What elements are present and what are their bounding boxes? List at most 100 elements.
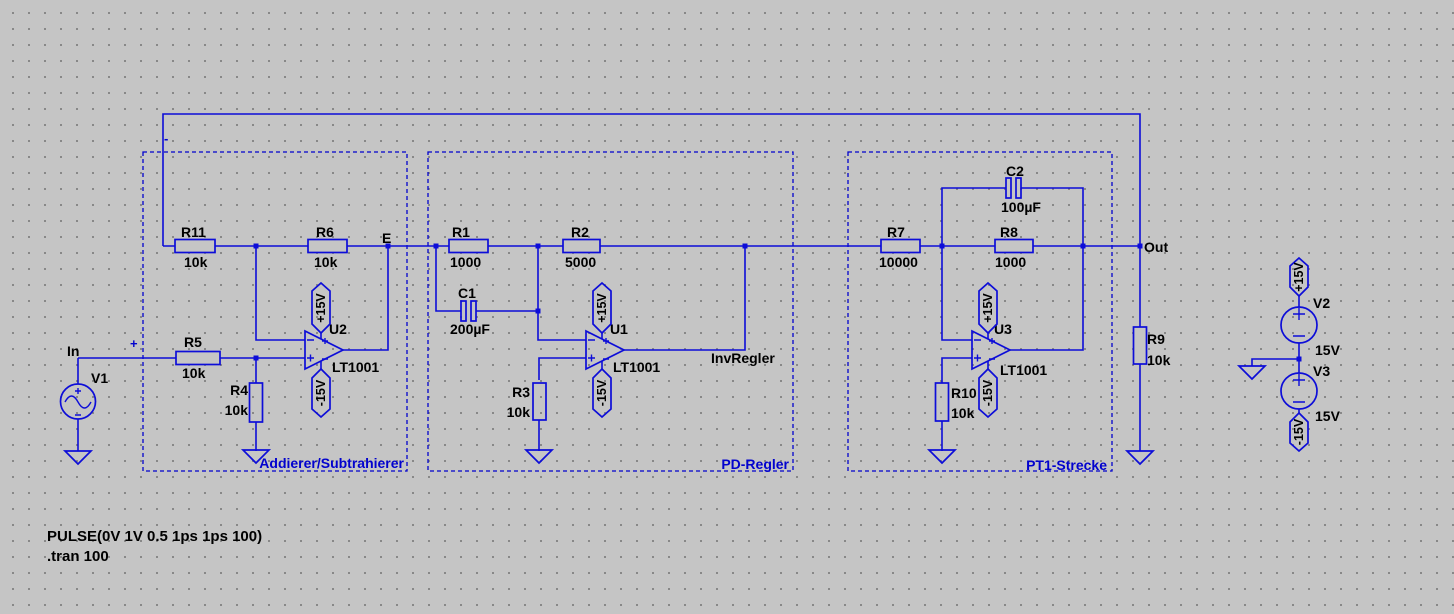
wire-pt1-section[interactable] [941,187,1084,451]
resistor-R2[interactable]: R2 5000 [562,224,601,270]
ground-icon [1124,450,1156,466]
resistor-value[interactable]: 1000 [450,254,481,270]
power-flag-u3-neg[interactable]: -15V [978,367,998,419]
resistor-R11[interactable]: R11 10k [174,224,216,270]
power-flag-label: -15V [1292,418,1306,445]
resistor-ref[interactable]: R11 [181,224,206,240]
block-box-pd-regler[interactable] [427,151,794,472]
resistor-R8[interactable]: R8 1000 [994,224,1034,270]
ground-icon [62,450,94,466]
net-label-in[interactable]: In [67,343,79,359]
resistor-ref[interactable]: R10 [951,385,977,401]
resistor-value[interactable]: 10k [225,402,249,418]
net-label-invregler[interactable]: InvRegler [711,350,775,366]
capacitor-ref[interactable]: C1 [458,285,476,301]
resistor-R6[interactable]: R6 10k [307,224,348,270]
resistor-R1[interactable]: R1 1000 [448,224,489,270]
wire-feedback-top[interactable] [162,113,1141,246]
resistor-ref[interactable]: R5 [184,334,202,350]
power-flag-label: +15V [595,293,609,323]
resistor-ref[interactable]: R6 [316,224,334,240]
power-flag-label: -15V [314,379,328,406]
vsource-V3[interactable]: V3 15V [1280,363,1341,424]
resistor-value[interactable]: 10k [314,254,338,270]
ground-icons[interactable] [62,365,1268,466]
resistor-value[interactable]: 10k [507,404,531,420]
vsource-ref[interactable]: V1 [91,370,108,386]
resistor-value[interactable]: 10k [184,254,208,270]
wire-pd-section[interactable] [435,246,746,451]
wire-adder-section[interactable] [77,246,389,451]
resistor-value[interactable]: 1000 [995,254,1026,270]
opamp-U2[interactable]: U2 LT1001 [304,321,379,375]
net-label-e[interactable]: E [382,230,391,246]
power-flag-label: -15V [595,379,609,406]
resistor-value[interactable]: 10000 [879,254,918,270]
vsource-V1[interactable]: V1 [59,370,109,420]
power-flag-label: +15V [1292,262,1306,292]
block-box-addierer[interactable] [142,151,408,472]
junction-dots [253,243,1302,362]
power-flag-u2-pos[interactable]: +15V [311,281,331,335]
power-flag-v2-pos[interactable]: +15V [1289,256,1309,298]
opamp-part[interactable]: LT1001 [1000,362,1047,378]
resistor-value[interactable]: 5000 [565,254,596,270]
resistor-R3[interactable]: R3 10k [507,382,547,421]
resistor-value[interactable]: 10k [951,405,975,421]
opamp-ref[interactable]: U2 [329,321,347,337]
power-flag-u1-neg[interactable]: -15V [592,367,612,419]
resistor-ref[interactable]: R8 [1000,224,1018,240]
opamp-part[interactable]: LT1001 [332,359,379,375]
wire-supply-rails[interactable] [1251,296,1300,413]
spice-directive-pulse[interactable]: PULSE(0V 1V 0.5 1ps 1ps 100) [47,528,262,545]
opamp-part[interactable]: LT1001 [613,359,660,375]
resistor-R4[interactable]: R4 10k [225,382,264,423]
resistor-R7[interactable]: R7 10000 [879,224,921,270]
power-flag-u2-neg[interactable]: -15V [311,367,331,419]
resistor-R5[interactable]: R5 10k [175,334,221,381]
opamp-U3[interactable]: U3 LT1001 [971,321,1047,378]
capacitor-C1[interactable]: C1 200µF [450,285,490,337]
vsource-ref[interactable]: V2 [1313,295,1330,311]
resistor-R10[interactable]: R10 10k [934,382,977,422]
capacitor-value[interactable]: 100µF [1001,199,1041,215]
resistor-ref[interactable]: R2 [571,224,589,240]
block-label-pd-regler[interactable]: PD-Regler [721,456,789,472]
block-box-pt1-strecke[interactable] [847,151,1113,472]
opamp-U1[interactable]: U1 LT1001 [585,321,660,375]
capacitor-C2[interactable]: C2 100µF [1001,163,1041,215]
resistor-ref[interactable]: R3 [512,384,530,400]
power-flag-u3-pos[interactable]: +15V [978,281,998,335]
block-label-addierer[interactable]: Addierer/Subtrahierer [259,455,404,471]
block-label-pt1-strecke[interactable]: PT1-Strecke [1026,457,1107,473]
vsource-V2[interactable]: V2 15V [1280,295,1341,358]
ground-icon [1236,365,1268,381]
power-flag-label: +15V [314,293,328,323]
resistor-ref[interactable]: R1 [452,224,470,240]
power-flag-v3-neg[interactable]: -15V [1289,411,1309,453]
vsource-value[interactable]: 15V [1315,342,1341,358]
vsource-value[interactable]: 15V [1315,408,1341,424]
polarity-plus-marker[interactable]: + [130,336,138,351]
vsource-ref[interactable]: V3 [1313,363,1330,379]
opamp-ref[interactable]: U3 [994,321,1012,337]
resistor-value[interactable]: 10k [1147,352,1171,368]
power-flag-u1-pos[interactable]: +15V [592,281,612,335]
opamp-ref[interactable]: U1 [610,321,628,337]
capacitor-value[interactable]: 200µF [450,321,490,337]
resistor-ref[interactable]: R9 [1147,331,1165,347]
net-label-out[interactable]: Out [1144,239,1168,255]
polarity-minus-marker[interactable]: - [164,131,168,146]
ground-icon [926,449,958,465]
ground-icon [523,449,555,465]
capacitor-ref[interactable]: C2 [1006,163,1024,179]
power-flag-label: -15V [981,379,995,406]
power-flag-label: +15V [981,293,995,323]
resistor-R9[interactable]: R9 10k [1132,326,1171,368]
resistor-ref[interactable]: R7 [887,224,905,240]
resistor-ref[interactable]: R4 [230,382,248,398]
spice-directive-tran[interactable]: .tran 100 [47,548,109,565]
resistor-value[interactable]: 10k [182,365,206,381]
